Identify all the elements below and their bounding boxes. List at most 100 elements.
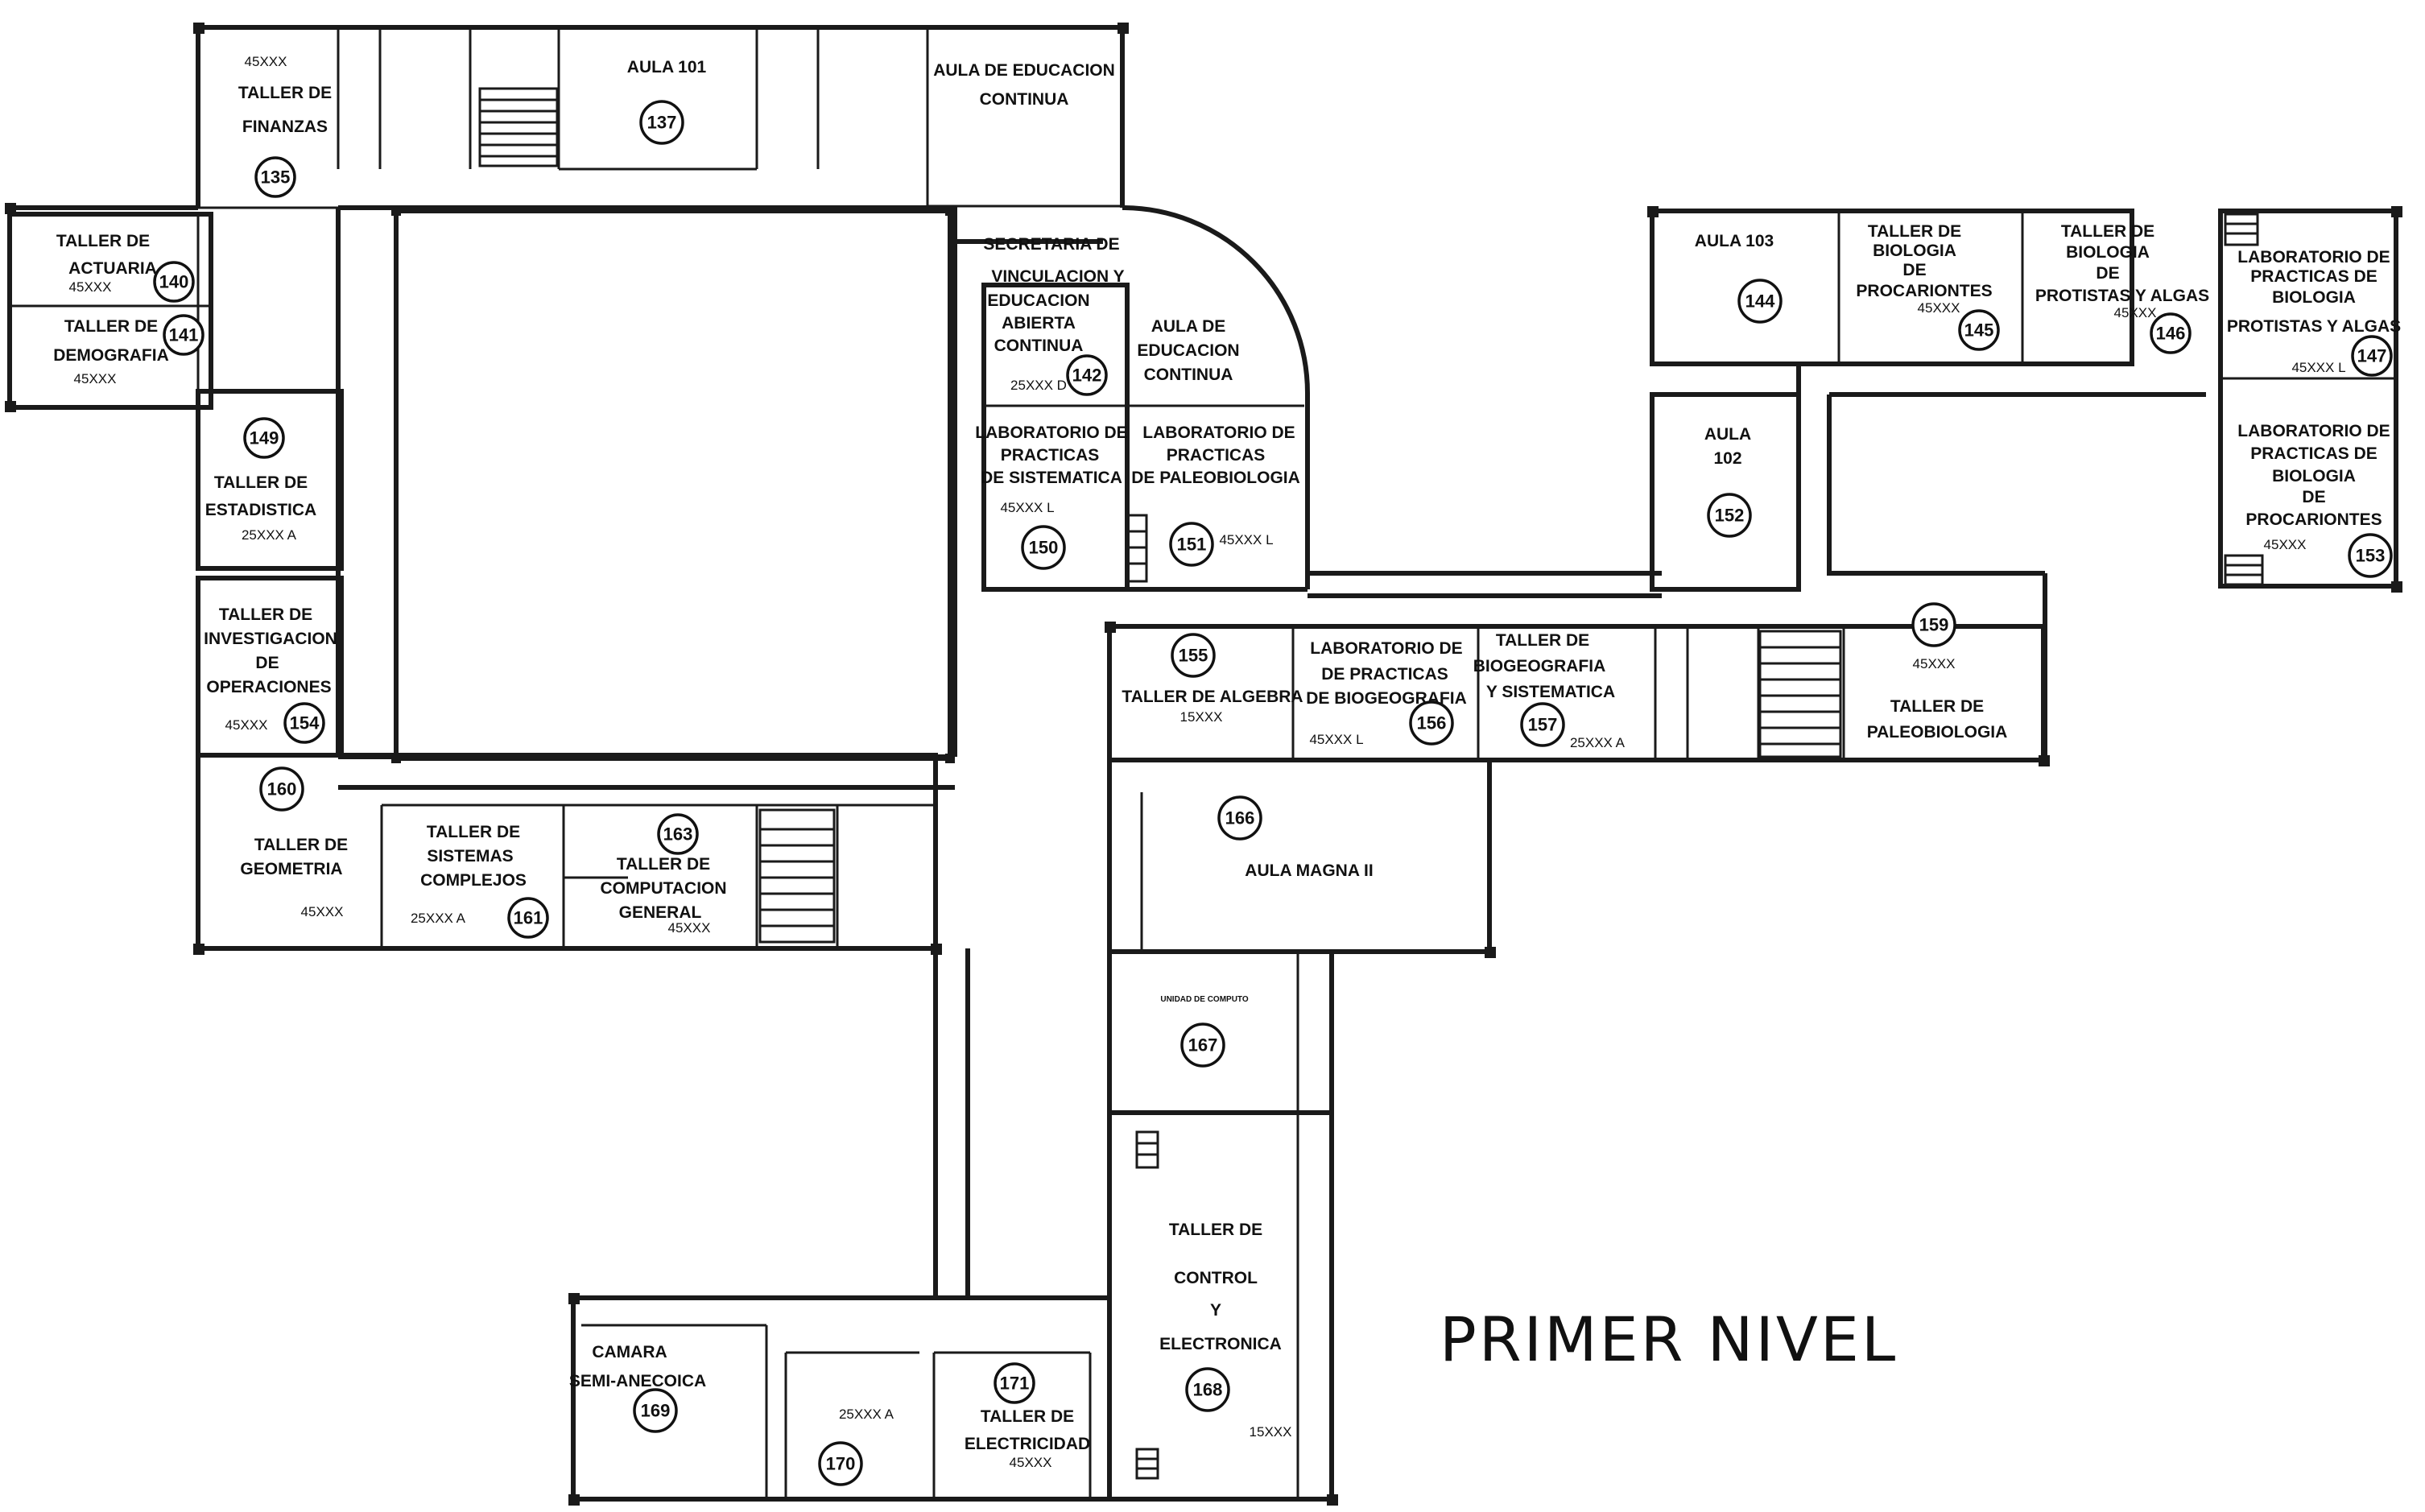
room-155: 155 TALLER DE ALGEBRA 15XXX [1122, 633, 1303, 725]
room-name-line: PRACTICAS [1167, 446, 1266, 465]
room-145: TALLER DE BIOLOGIA DE PROCARIONTES 45XXX… [1856, 222, 2000, 351]
room-161: TALLER DE SISTEMAS COMPLEJOS 25XXX A 161 [411, 823, 549, 939]
room-name-line: COMPUTACION [600, 879, 726, 898]
room-154: TALLER DE INVESTIGACION DE OPERACIONES 4… [204, 605, 337, 744]
room-147: LABORATORIO DE PRACTICAS DE BIOLOGIA PRO… [2227, 248, 2401, 377]
room-code: 45XXX [301, 904, 344, 919]
room-name-line: TALLER DE [1496, 631, 1589, 650]
room-number: 147 [2357, 346, 2387, 366]
room-152: AULA 102 152 [1704, 425, 1752, 538]
room-number: 141 [169, 325, 199, 345]
room-name-line: CONTINUA [994, 337, 1084, 355]
room-name-line: TALLER DE [617, 855, 710, 874]
room-name-line: AULA [1704, 425, 1751, 444]
room-160: 160 TALLER DE GEOMETRIA 45XXX [240, 766, 348, 919]
room-code: 15XXX [1250, 1424, 1292, 1440]
room-name-line: LABORATORIO DE [1142, 423, 1295, 442]
column-layer [5, 23, 2402, 1506]
room-number: 145 [1964, 320, 1994, 341]
room-code: 25XXX A [411, 911, 466, 926]
room-name-line: TALLER DE [238, 84, 332, 102]
room-number: 144 [1745, 291, 1775, 312]
stairs-layer [478, 87, 2264, 1480]
room-name-line: PROCARIONTES [2245, 510, 2382, 529]
room-name-line: ELECTRONICA [1159, 1335, 1282, 1353]
room-name-line: EDUCACION [1137, 341, 1239, 360]
room-name-line: BIOLOGIA [2272, 288, 2356, 307]
room-number: 169 [641, 1401, 671, 1421]
room-name-line: TALLER DE [219, 605, 312, 624]
room-name-line: UNIDAD DE COMPUTO [1160, 995, 1248, 1004]
room-146: TALLER DE BIOLOGIA DE PROTISTAS Y ALGAS … [2035, 222, 2209, 354]
room-name-line: LABORATORIO DE [2237, 422, 2390, 440]
room-168: TALLER DE CONTROL Y ELECTRONICA 168 15XX… [1159, 1221, 1291, 1440]
room-156: LABORATORIO DE DE PRACTICAS DE BIOGEOGRA… [1306, 639, 1467, 747]
room-name-line: BIOGEOGRAFIA [1473, 657, 1606, 675]
room-number: 142 [1072, 366, 1102, 386]
room-157: TALLER DE BIOGEOGRAFIA Y SISTEMATICA 157… [1473, 631, 1626, 750]
room-code: 25XXX A [1570, 735, 1626, 750]
room-name-line: ESTADISTICA [205, 501, 316, 519]
room-name-line: COMPLEJOS [420, 871, 527, 890]
room-name-line: DE [1902, 261, 1926, 279]
room-name-line: EDUCACION [987, 291, 1089, 310]
room-code: 25XXX D [1010, 378, 1067, 393]
room-name-line: CONTROL [1174, 1269, 1258, 1287]
room-135: 45XXX TALLER DE FINANZAS 135 [238, 54, 332, 198]
wall-layer [7, 25, 2398, 1502]
room-name-line: TALLER DE [64, 317, 158, 336]
room-name-line: PROCARIONTES [1856, 282, 1992, 300]
room-code: 45XXX [2264, 537, 2307, 552]
room-166: 166 AULA MAGNA II [1217, 795, 1374, 880]
room-name-line: AULA 101 [627, 58, 707, 76]
room-name-line: PRACTICAS DE [2250, 444, 2377, 463]
room-code: 45XXX L [2291, 360, 2345, 375]
room-number: 135 [261, 167, 291, 188]
room-number: 168 [1193, 1380, 1223, 1400]
room-name-line: AULA DE [1151, 317, 1226, 336]
room-name-line: 102 [1713, 449, 1741, 468]
room-name-line: TALLER DE ALGEBRA [1122, 688, 1303, 706]
room-number: 156 [1417, 713, 1447, 733]
room-name-line: TALLER DE [214, 473, 308, 492]
room-name-line: SEMI-ANECOICA [569, 1372, 706, 1390]
room-number: 155 [1179, 646, 1208, 666]
room-167: UNIDAD DE COMPUTO 167 [1160, 995, 1249, 1068]
room-name-line: TALLER DE [56, 232, 150, 250]
room-name-line: DE PALEOBIOLOGIA [1131, 469, 1300, 487]
room-code: 45XXX L [1219, 532, 1273, 547]
room-name-line: LABORATORIO DE [975, 423, 1127, 442]
room-name-line: BIOLOGIA [1873, 242, 1956, 260]
room-name-line: ACTUARIA [68, 259, 157, 278]
room-number: 171 [1000, 1374, 1030, 1394]
room-name-line: TALLER DE [427, 823, 520, 841]
room-name-line: TALLER DE [254, 836, 348, 854]
plan-title: PRIMER NIVEL [1440, 1303, 1898, 1375]
room-170: 25XXX A 170 [818, 1407, 894, 1486]
room-number: 163 [663, 824, 693, 845]
room-150: LABORATORIO DE PRACTICAS DE SISTEMATICA … [975, 423, 1128, 570]
room-number: 161 [514, 908, 543, 928]
room-code: 45XXX [1918, 300, 1960, 316]
room-name-line: ELECTRICIDAD [965, 1435, 1090, 1453]
room-code: 15XXX [1180, 709, 1223, 725]
room-159: 159 45XXX TALLER DE PALEOBIOLOGIA [1867, 602, 2007, 742]
room-142: EDUCACION ABIERTA CONTINUA 25XXX D 142 [987, 291, 1108, 396]
room-153: LABORATORIO DE PRACTICAS DE BIOLOGIA DE … [2237, 422, 2393, 578]
room-code: 45XXX [2114, 305, 2157, 320]
room-number: 157 [1528, 715, 1558, 735]
room-number: 153 [2356, 546, 2386, 566]
room-name-line: DEMOGRAFIA [53, 346, 169, 365]
room-name-line: FINANZAS [242, 118, 328, 136]
room-137: AULA 101 137 [627, 58, 707, 145]
room-number: 149 [250, 428, 279, 448]
room-name-line: Y [1210, 1301, 1221, 1320]
room-name-line: TALLER DE [2061, 222, 2154, 241]
room-name-line: VINCULACION Y [991, 267, 1124, 286]
room-name-line: AULA MAGNA II [1245, 861, 1373, 880]
room-name-line: SECRETARIA DE [983, 235, 1119, 254]
room-171: 171 TALLER DE ELECTRICIDAD 45XXX [965, 1362, 1090, 1470]
room-code: 45XXX L [1309, 732, 1363, 747]
room-169: CAMARA SEMI-ANECOICA 169 [569, 1343, 706, 1433]
